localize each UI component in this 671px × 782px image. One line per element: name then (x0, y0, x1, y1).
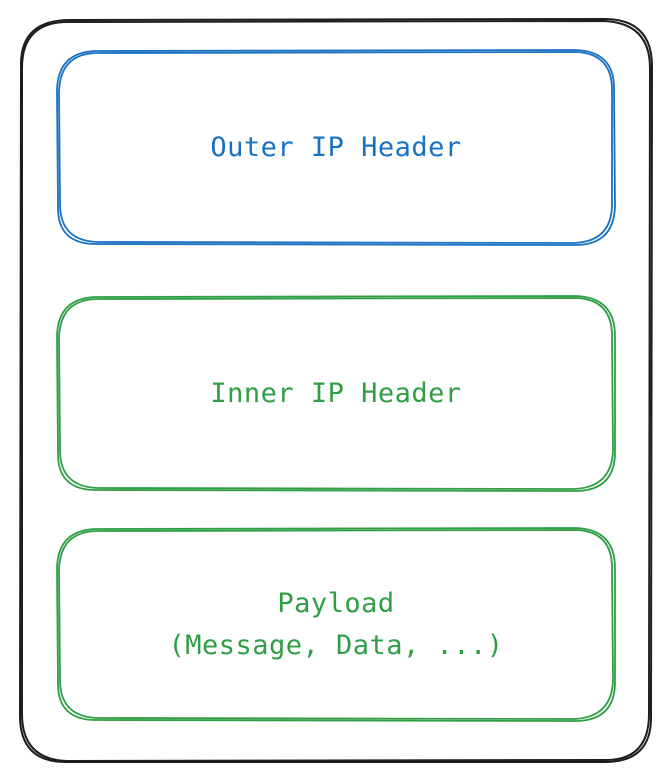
payload-box (56, 527, 616, 722)
inner-ip-header-label: Inner IP Header (210, 378, 462, 410)
inner-ip-header-box (56, 295, 616, 492)
outer-ip-header-label-wrap: Outer IP Header (58, 52, 614, 244)
outer-ip-header-box (56, 49, 616, 246)
packet-container (18, 17, 654, 763)
payload-label-wrap: Payload (Message, Data, ...) (58, 530, 614, 720)
payload-description: (Message, Data, ...) (168, 630, 504, 661)
payload-label: Payload (277, 588, 395, 620)
outer-ip-header-label: Outer IP Header (210, 132, 462, 164)
inner-ip-header-label-wrap: Inner IP Header (58, 298, 614, 490)
